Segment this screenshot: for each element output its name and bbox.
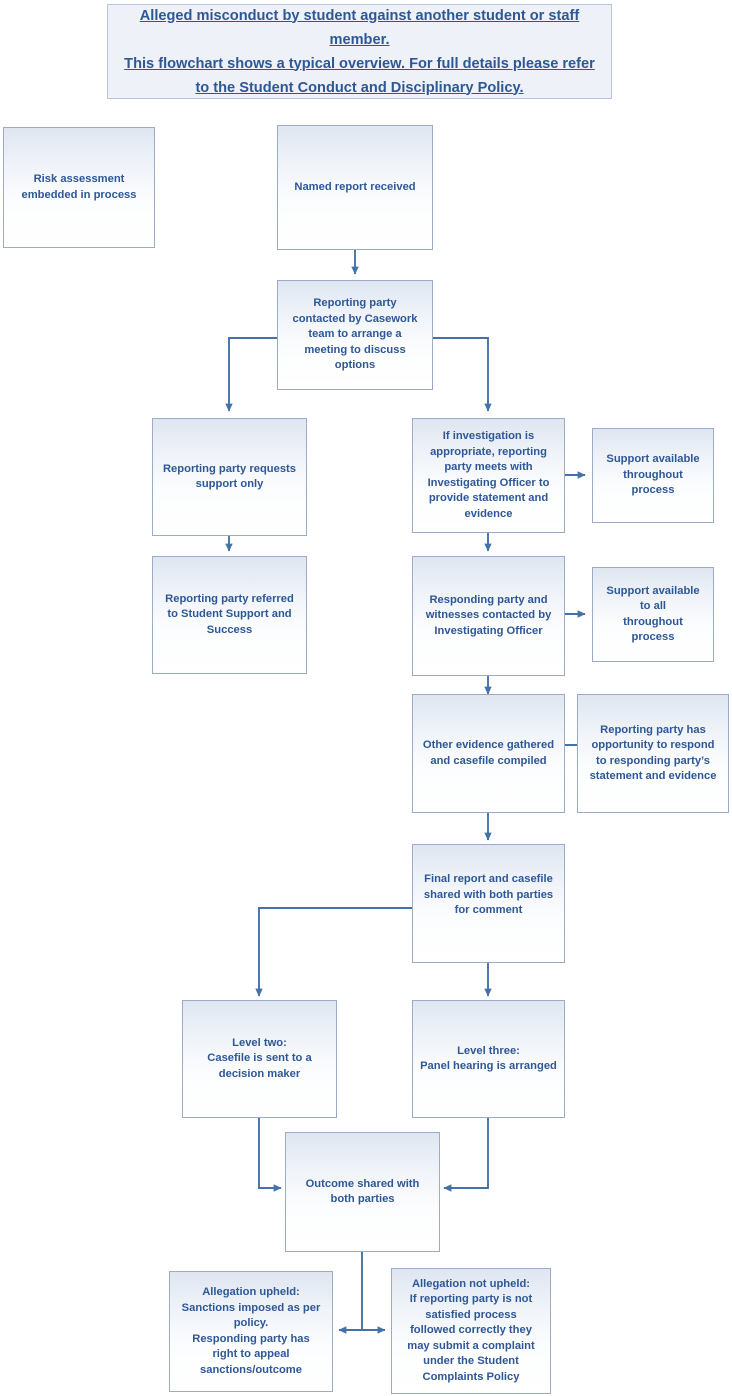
node-final-report-shared-label: Final report and casefile shared with bo…: [423, 873, 554, 916]
node-support-throughout-process-label: Support available throughout process: [606, 453, 700, 497]
node-risk-assessment-label: Risk assessment embedded in process: [21, 173, 137, 201]
node-support-throughout-process[interactable]: Support available throughout process: [592, 428, 714, 523]
node-outcome-shared-label: Outcome shared with both parties: [305, 1177, 420, 1206]
node-support-only[interactable]: Reporting party requests support only: [152, 418, 307, 536]
node-allegation-upheld[interactable]: Allegation upheld: Sanctions imposed as …: [169, 1271, 333, 1392]
node-final-report-shared[interactable]: Final report and casefile shared with bo…: [412, 844, 565, 963]
edge-finalreport-to-leveltwo: [255, 907, 412, 997]
node-investigation-appropriate-label: If investigation is appropriate, reporti…: [427, 430, 550, 520]
node-responding-party-contacted[interactable]: Responding party and witnesses contacted…: [412, 556, 565, 676]
node-level-three-label: Level three: Panel hearing is arranged: [420, 1044, 557, 1073]
flowchart-title-banner: Alleged misconduct by student against an…: [107, 4, 612, 99]
node-support-only-label: Reporting party requests support only: [162, 462, 297, 491]
node-opportunity-to-respond[interactable]: Reporting party has opportunity to respo…: [577, 694, 729, 813]
node-allegation-upheld-label: Allegation upheld: Sanctions imposed as …: [181, 1286, 321, 1376]
node-reporting-party-contacted[interactable]: Reporting party contacted by Casework te…: [277, 280, 433, 390]
edge-leveltwo-to-outcome: [258, 1118, 282, 1192]
edge-contacted-to-investigation: [433, 337, 492, 412]
node-allegation-not-upheld[interactable]: Allegation not upheld: If reporting part…: [391, 1268, 551, 1394]
node-level-two[interactable]: Level two: Casefile is sent to a decisio…: [182, 1000, 337, 1118]
node-investigation-appropriate[interactable]: If investigation is appropriate, reporti…: [412, 418, 565, 533]
node-support-all-throughout-label: Support available to all throughout proc…: [606, 584, 700, 644]
node-other-evidence-gathered[interactable]: Other evidence gathered and casefile com…: [412, 694, 565, 813]
node-reporting-party-contacted-label: Reporting party contacted by Casework te…: [292, 297, 418, 372]
node-outcome-shared[interactable]: Outcome shared with both parties: [285, 1132, 440, 1252]
flowchart-title-text: Alleged misconduct by student against an…: [124, 7, 595, 96]
node-level-three[interactable]: Level three: Panel hearing is arranged: [412, 1000, 565, 1118]
node-allegation-not-upheld-label: Allegation not upheld: If reporting part…: [407, 1277, 535, 1383]
node-named-report-received-label: Named report received: [294, 180, 416, 193]
edge-contacted-to-support-only: [225, 337, 277, 412]
node-opportunity-to-respond-label: Reporting party has opportunity to respo…: [589, 723, 717, 783]
node-referred-student-support[interactable]: Reporting party referred to Student Supp…: [152, 556, 307, 674]
node-level-two-label: Level two: Casefile is sent to a decisio…: [207, 1036, 312, 1080]
edge-levelthree-to-outcome: [443, 1118, 489, 1192]
node-referred-student-support-label: Reporting party referred to Student Supp…: [165, 592, 294, 636]
node-other-evidence-gathered-label: Other evidence gathered and casefile com…: [422, 739, 555, 767]
node-responding-party-contacted-label: Responding party and witnesses contacted…: [425, 593, 552, 637]
node-risk-assessment[interactable]: Risk assessment embedded in process: [3, 127, 155, 248]
node-named-report-received[interactable]: Named report received: [277, 125, 433, 250]
node-support-all-throughout[interactable]: Support available to all throughout proc…: [592, 567, 714, 662]
